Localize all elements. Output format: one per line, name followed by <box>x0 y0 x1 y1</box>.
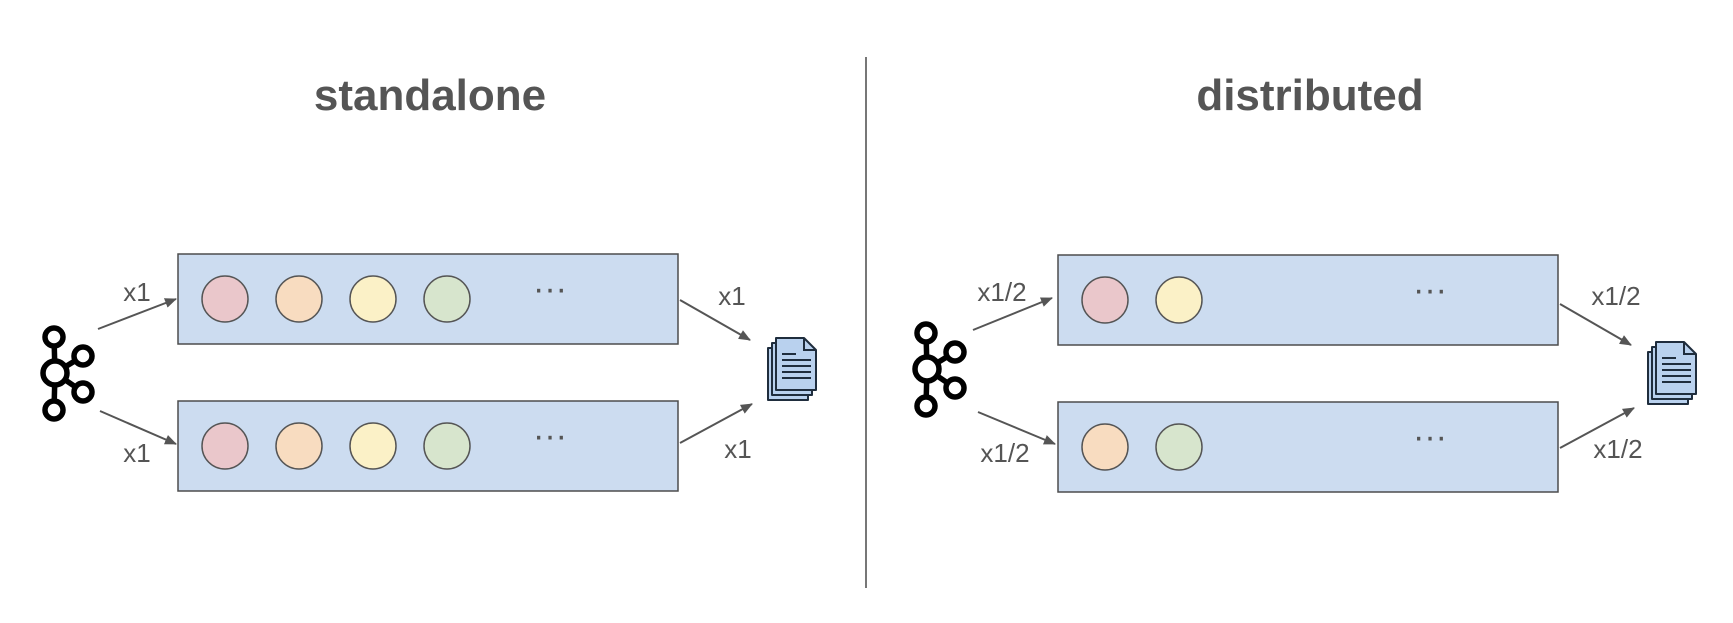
panel-0-row-0-dot-3 <box>423 275 471 323</box>
panel-title-standalone: standalone <box>313 71 547 120</box>
panel-1-row-0-output-arrow <box>1559 303 1632 346</box>
panel-1-row-0-dot-0 <box>1081 276 1129 324</box>
panel-1-row-0-output-rate-label: x1/2 <box>1591 281 1640 311</box>
panel-1-row-0-input-rate-label: x1/2 <box>977 277 1026 307</box>
panel-0-row-0-dot-0 <box>201 275 249 323</box>
panel-0-row-1-ellipsis: ··· <box>533 417 567 455</box>
panel-1-row-1-output-arrow <box>1559 407 1635 449</box>
panel-1-row-1-output-rate-label: x1/2 <box>1593 434 1642 464</box>
panel-1-row-1-bar <box>1057 401 1559 493</box>
panel-0-row-0-ellipsis: ··· <box>533 270 567 308</box>
panel-1-row-0-ellipsis: ··· <box>1413 271 1447 309</box>
panel-0-row-0-output-rate-label: x1 <box>718 281 745 311</box>
panel-0-row-1-dot-0 <box>201 422 249 470</box>
panel-1-row-1-ellipsis: ··· <box>1413 418 1447 456</box>
kafka-logo-icon <box>912 321 967 418</box>
panel-0-row-1-dot-3 <box>423 422 471 470</box>
panel-1-row-1-dot-1 <box>1155 423 1203 471</box>
documents-icon <box>767 337 817 401</box>
panel-0-row-0-dot-2 <box>349 275 397 323</box>
panel-1-row-0-bar <box>1057 254 1559 346</box>
panel-title-distributed: distributed <box>1196 71 1424 120</box>
panel-0-row-0-output-arrow <box>679 299 751 341</box>
panel-0-row-1-dot-2 <box>349 422 397 470</box>
panel-0-row-1-output-rate-label: x1 <box>724 434 751 464</box>
panel-1-row-0-input-arrow <box>972 297 1053 331</box>
kafka-logo-icon <box>40 325 95 422</box>
panel-0-row-0-input-rate-label: x1 <box>123 277 150 307</box>
panel-0-row-0-dot-1 <box>275 275 323 323</box>
panel-1-row-1-dot-0 <box>1081 423 1129 471</box>
panel-1-row-1-input-rate-label: x1/2 <box>980 438 1029 468</box>
panel-0-row-0-input-arrow <box>97 298 177 330</box>
panel-0-row-1-input-rate-label: x1 <box>123 438 150 468</box>
documents-icon <box>1647 341 1697 405</box>
panel-0-row-1-dot-1 <box>275 422 323 470</box>
panel-0-row-1-input-arrow <box>99 410 177 445</box>
panel-1-row-1-input-arrow <box>977 411 1056 445</box>
panel-0-row-1-output-arrow <box>679 403 753 444</box>
panel-1-row-0-dot-1 <box>1155 276 1203 324</box>
